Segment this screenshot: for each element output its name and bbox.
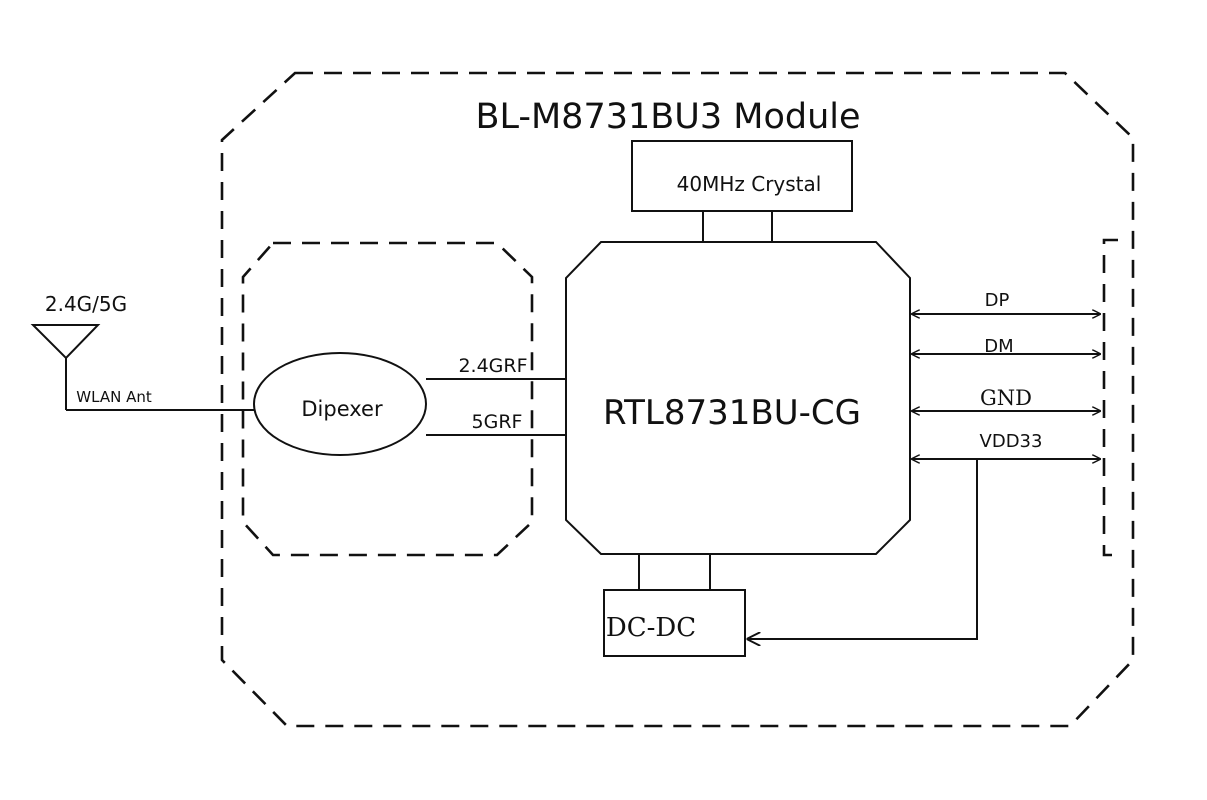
antenna-band-label: 2.4G/5G xyxy=(45,292,127,316)
rf-label-5g: 5GRF xyxy=(472,411,523,433)
diplexer-region xyxy=(241,241,534,557)
signal-label-dm: DM xyxy=(984,336,1013,357)
dcdc-label: DC-DC xyxy=(606,613,696,643)
diplexer-label: Dipexer xyxy=(301,397,383,421)
vdd33-feed-line xyxy=(748,459,978,639)
module-title: BL-M8731BU3 Module xyxy=(475,97,860,137)
dcdc-box xyxy=(603,589,746,657)
rf-label-2g4: 2.4GRF xyxy=(458,355,527,377)
antenna-icon xyxy=(30,324,101,410)
diplexer-ellipse xyxy=(253,352,427,456)
signal-label-vdd33: VDD33 xyxy=(980,431,1043,452)
connector-region xyxy=(1102,238,1118,557)
signal-label-dp: DP xyxy=(985,290,1010,311)
chip-box xyxy=(565,241,911,555)
chip-label: RTL8731BU-CG xyxy=(603,393,861,433)
crystal-box xyxy=(631,140,853,212)
signal-label-gnd: GND xyxy=(980,386,1032,410)
antenna-label: WLAN Ant xyxy=(76,388,152,406)
module-boundary xyxy=(220,71,1135,728)
crystal-label: 40MHz Crystal xyxy=(677,172,822,196)
